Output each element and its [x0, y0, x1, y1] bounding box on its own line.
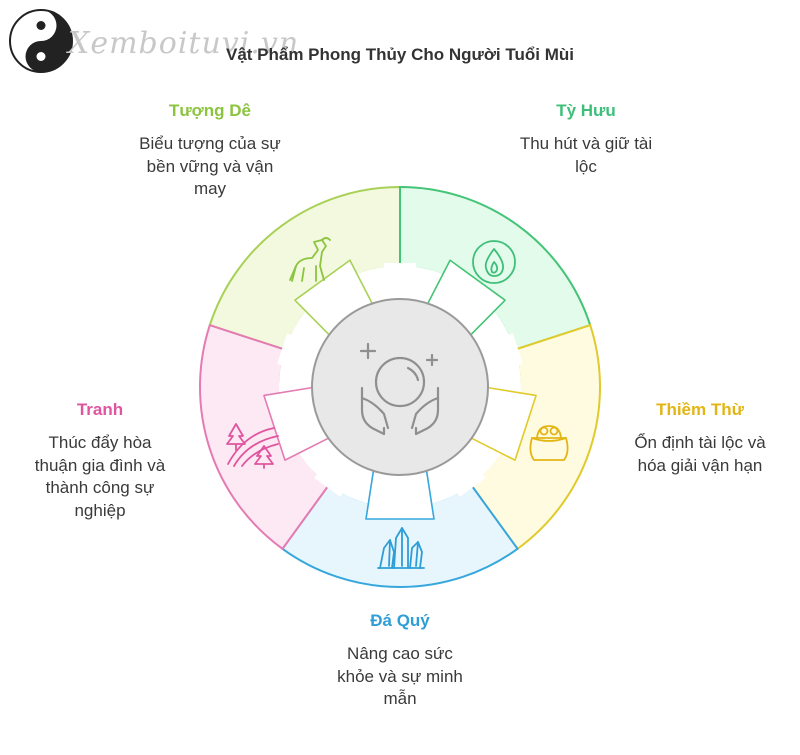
watermark-text: Xemboituvi.vn — [68, 26, 300, 61]
yin-yang-logo — [8, 8, 74, 79]
segment-heading-ty-huu: Tỳ Hưu — [556, 101, 616, 120]
segment-description-thiem-thu: Ổn định tài lộc và hóa giải vận hạn — [634, 433, 766, 475]
segment-heading-thiem-thu: Thiềm Thừ — [656, 400, 744, 419]
fire-badge-icon — [472, 240, 516, 284]
crystal-ball-hands-icon — [359, 342, 440, 436]
center-circle — [311, 298, 489, 476]
segment-description-tuong-de: Biểu tượng của sự bền vững và vận may — [139, 134, 281, 198]
segment-description-da-quy: Nâng cao sức khỏe và sự minh mẫn — [337, 644, 463, 708]
goat-icon — [289, 237, 331, 282]
segment-heading-tuong-de: Tượng Dê — [168, 101, 251, 120]
segment-heading-da-quy: Đá Quý — [370, 611, 430, 630]
segment-heading-tranh: Tranh — [76, 400, 124, 419]
diagram-title: Vật Phẩm Phong Thủy Cho Người Tuổi Mùi — [225, 45, 574, 64]
landscape-icon — [226, 423, 279, 469]
purse-icon — [529, 425, 569, 461]
segment-description-ty-huu: Thu hút và giữ tài lộc — [519, 134, 653, 176]
segment-description-tranh: Thúc đẩy hòa thuận gia đình và thành côn… — [34, 433, 166, 520]
crystal-icon — [377, 527, 425, 569]
